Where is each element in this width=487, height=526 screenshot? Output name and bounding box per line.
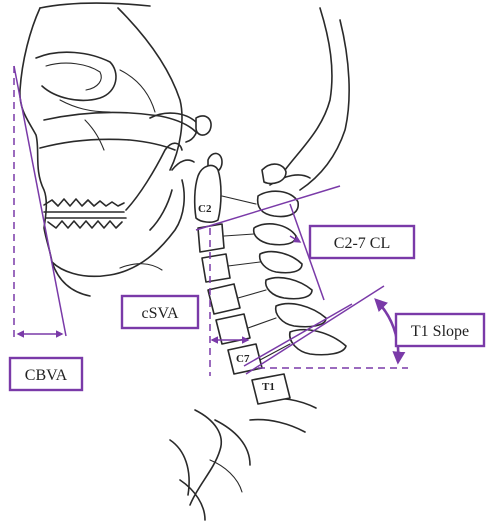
cbva-label: CBVA bbox=[25, 367, 68, 384]
csva-label: cSVA bbox=[141, 305, 178, 322]
c7-spinous bbox=[290, 330, 346, 355]
c7-label: C7 bbox=[236, 353, 250, 365]
c5-spinous bbox=[266, 278, 312, 299]
c2-spinous bbox=[258, 191, 299, 216]
posterior-outline-sketch bbox=[170, 8, 349, 520]
c1-posterior bbox=[262, 164, 286, 183]
cbva-label-box: CBVA bbox=[10, 358, 82, 390]
c2-7-cl-label-box: C2-7 CL bbox=[310, 226, 414, 258]
c3-spinous bbox=[254, 224, 296, 245]
t1-label: T1 bbox=[262, 381, 275, 393]
cbva-chin-brow-line bbox=[14, 66, 66, 336]
c2-7-cl-label: C2-7 CL bbox=[334, 235, 390, 252]
t1-endplate-line bbox=[246, 286, 384, 374]
c4-body bbox=[202, 254, 230, 282]
c5-body bbox=[208, 284, 240, 314]
c4-spinous bbox=[260, 252, 302, 273]
t1-slope-label-box: T1 Slope bbox=[396, 314, 484, 346]
c2-label: C2 bbox=[198, 203, 212, 215]
skull-sketch bbox=[20, 3, 211, 296]
t1-slope-label: T1 Slope bbox=[411, 323, 469, 340]
csva-label-box: cSVA bbox=[122, 296, 198, 328]
